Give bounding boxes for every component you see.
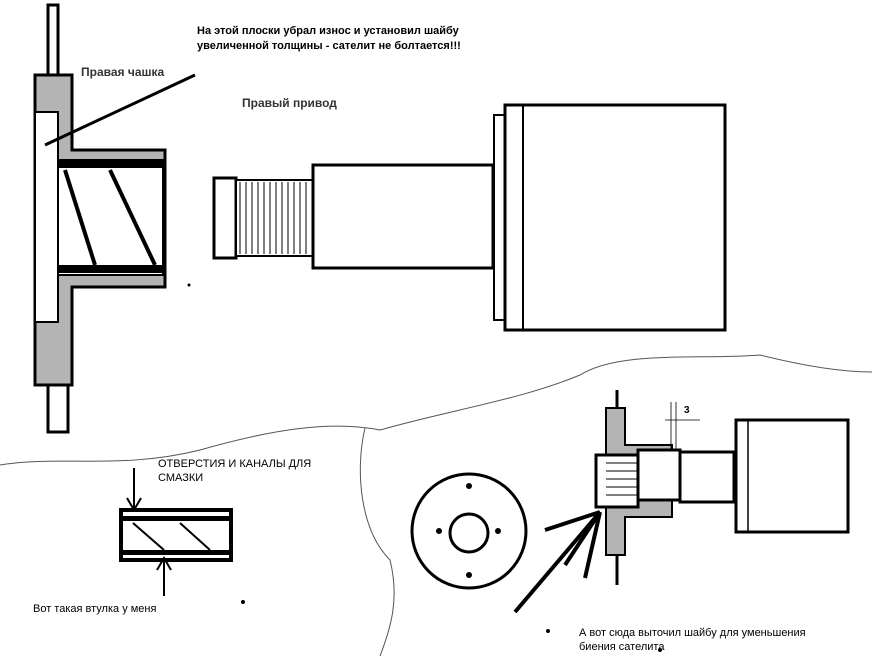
bushing-note: Вот такая втулка у меня <box>33 603 157 615</box>
right-drive <box>212 103 727 332</box>
right-drive-label: Правый привод <box>242 96 337 110</box>
right-cup-section <box>33 3 196 434</box>
washer-note-line2: биения сателита <box>579 641 665 653</box>
top-note-line2: увеличенной толщины - сателит не болтает… <box>197 40 461 52</box>
washer-note-line1: А вот сюда выточил шайбу для уменьшения <box>579 627 806 639</box>
holes-label-line1: ОТВЕРСТИЯ И КАНАЛЫ ДЛЯ <box>158 458 312 470</box>
bushing-sketch <box>119 283 245 604</box>
holes-label-line2: СМАЗКИ <box>158 472 204 484</box>
pointer-line <box>44 73 196 147</box>
right-cup-label: Правая чашка <box>81 65 165 79</box>
washer-sketch <box>410 472 528 590</box>
dimension-label: 3 <box>684 405 690 416</box>
top-note-line1: На этой плоски убрал износ и установил ш… <box>197 25 459 37</box>
assembly-small <box>513 390 850 652</box>
